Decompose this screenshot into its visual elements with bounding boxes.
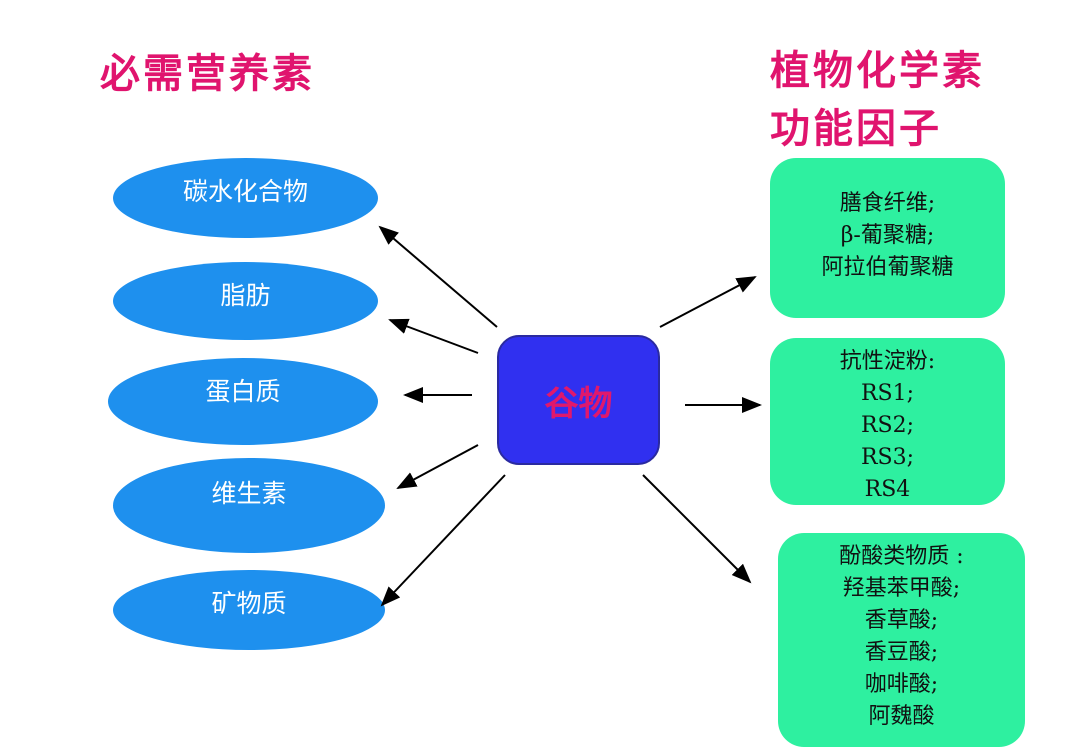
box-line: 膳食纤维; [839, 191, 936, 216]
nutrient-label: 脂肪 [220, 281, 271, 310]
nutrient-fat: 脂肪 [113, 262, 378, 340]
box-line: 香豆酸; [864, 640, 939, 665]
left-title: 必需营养素 [100, 50, 315, 97]
nutrient-label: 维生素 [211, 479, 287, 508]
arrow [380, 474, 506, 607]
box-line: 阿拉伯葡聚糖 [821, 255, 954, 280]
box-line: β-葡聚糖; [840, 223, 935, 248]
box-line: 抗性淀粉: [839, 349, 936, 374]
arrow [378, 225, 498, 328]
nutrient-vitamin: 维生素 [113, 458, 385, 553]
box-line: RS3; [860, 445, 915, 470]
nutrient-label: 矿物质 [211, 589, 287, 618]
box-line: 阿魏酸 [868, 704, 935, 729]
right-title-line: 功能因子 [770, 105, 942, 152]
arrow [659, 276, 757, 328]
arrow [396, 444, 479, 489]
box-phenolic-acids: 酚酸类物质 : 羟基苯甲酸; 香草酸; 香豆酸; 咖啡酸; 阿魏酸 [778, 533, 1025, 747]
nutrient-carbohydrate: 碳水化合物 [113, 158, 378, 238]
box-line: RS4 [864, 477, 911, 502]
box-line: RS1; [860, 381, 915, 406]
nutrient-mineral: 矿物质 [113, 570, 385, 650]
right-title-line: 植物化学素 [770, 47, 985, 94]
nutrient-label: 碳水化合物 [182, 177, 308, 206]
box-resistant-starch: 抗性淀粉: RS1; RS2; RS3; RS4 [770, 338, 1005, 505]
box-fiber: 膳食纤维; β-葡聚糖; 阿拉伯葡聚糖 [770, 158, 1005, 318]
box-line: 酚酸类物质 : [839, 544, 964, 569]
arrow [388, 318, 479, 354]
right-title: 植物化学素 功能因子 [770, 42, 985, 158]
nutrient-label: 蛋白质 [205, 377, 281, 406]
box-line: RS2; [860, 413, 915, 438]
center-grain-box: 谷物 [497, 335, 660, 465]
nutrient-protein: 蛋白质 [108, 358, 378, 445]
arrow [642, 474, 752, 584]
center-label: 谷物 [544, 383, 613, 424]
box-line: 香草酸; [864, 608, 939, 633]
box-line: 羟基苯甲酸; [842, 576, 961, 601]
box-line: 咖啡酸; [864, 672, 939, 697]
